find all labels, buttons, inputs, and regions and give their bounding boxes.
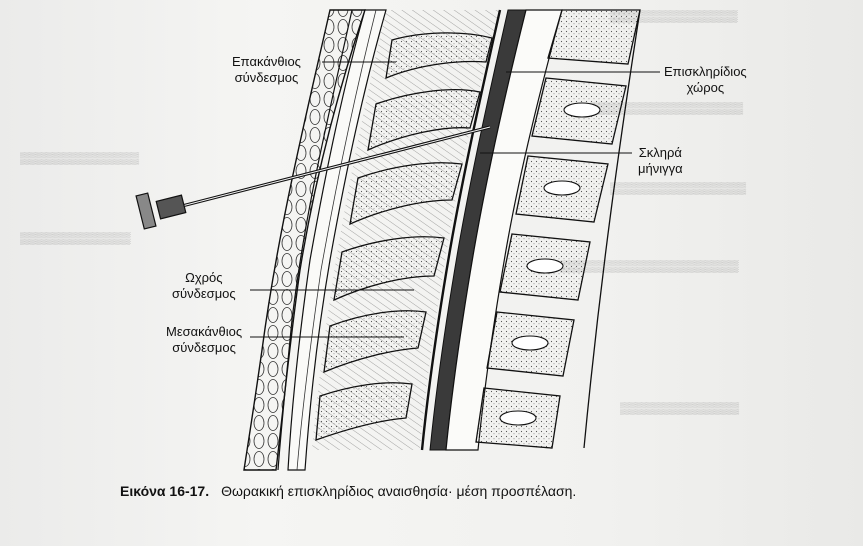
epidural-needle: [135, 125, 491, 230]
bleed-through-text: ▒▒▒▒▒▒▒▒▒▒▒▒▒▒: [620, 401, 740, 415]
supraspinous-ligament: [287, 9, 387, 471]
label-interspinous-ligament: Μεσακάνθιος σύνδεσμος: [166, 324, 243, 355]
figure-caption: Εικόνα 16-17. Θωρακική επισκληρίδιος αναι…: [120, 483, 576, 499]
bleed-through-text: ▒▒▒▒▒▒▒▒▒▒▒▒▒▒: [20, 151, 140, 165]
spinal-cord: [445, 9, 563, 451]
label-dura-mater: Σκληρά μήνιγγα: [638, 145, 683, 176]
label-epidural-space: Επισκληρίδιος χώρος: [664, 64, 747, 95]
leader-lines: [250, 61, 660, 338]
skin-layer: [243, 9, 366, 471]
spinous-processes: [315, 32, 493, 441]
figure-number: Εικόνα 16-17.: [120, 483, 210, 499]
bleed-through-text: ▒▒▒▒▒▒▒▒▒▒▒▒▒▒▒▒▒▒: [590, 101, 744, 115]
label-ligamentum-flavum: Ωχρός σύνδεσμος: [172, 270, 236, 301]
vertebral-bodies: [475, 9, 641, 449]
caption-text: Θωρακική επισκληρίδιος αναισθησία· μέση …: [221, 483, 577, 499]
ligamentum-flavum: [420, 9, 502, 451]
bleed-through-text: ▒▒▒▒▒▒▒▒▒▒▒▒▒▒▒▒: [610, 181, 747, 195]
bleed-through-text: ▒▒▒▒▒▒▒▒▒▒▒▒▒▒▒: [610, 9, 738, 23]
bleed-through-text: ▒▒▒▒▒▒▒▒▒▒▒▒▒: [20, 231, 131, 245]
label-supraspinous-ligament: Επακάνθιος σύνδεσμος: [232, 54, 301, 85]
